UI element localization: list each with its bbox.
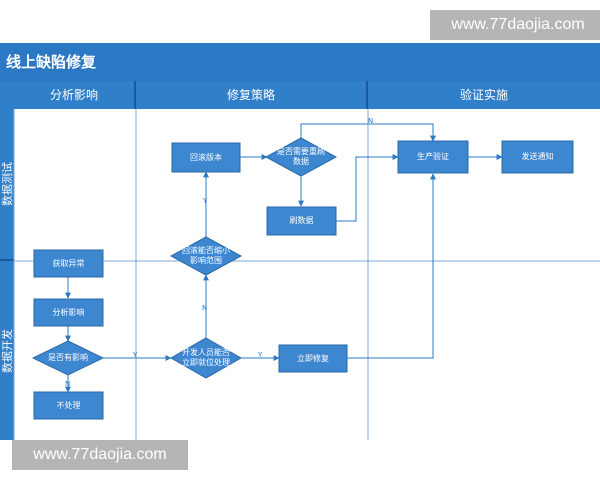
watermark-top: www.77daojia.com [430,10,600,40]
lane-grid [13,109,600,440]
row-header-data-test: 数据测试 [0,109,14,261]
node-shifou-shuju [264,137,338,177]
edge-shifou-shengchan-n [300,123,436,142]
diagram-title: 线上缺陷修复 [0,43,600,81]
node-huigun-banben [171,142,241,173]
header-corner [0,81,14,109]
node-kaifa [169,337,243,379]
node-buchuli [33,391,104,420]
node-shuashuju [266,206,337,236]
column-header-verify: 验证实施 [368,81,600,109]
node-huoqu [33,249,104,278]
column-header-analysis: 分析影响 [14,81,136,109]
node-fasong [501,140,574,174]
watermark-bottom: www.77daojia.com [12,440,188,470]
row-header-data-dev: 数据开发 [0,261,14,440]
node-shengchan [397,140,469,174]
node-huigun-suoxiao [169,236,243,276]
edge-shuashuju-shengchan [336,154,399,222]
node-youyingxiang [31,340,105,376]
nodes [31,137,574,420]
edges [65,123,503,393]
node-lijixiufu [278,344,348,373]
column-header-strategy: 修复策略 [136,81,368,109]
edge-lijixiufu-shengchan [347,173,436,359]
node-fenxi [33,298,104,327]
